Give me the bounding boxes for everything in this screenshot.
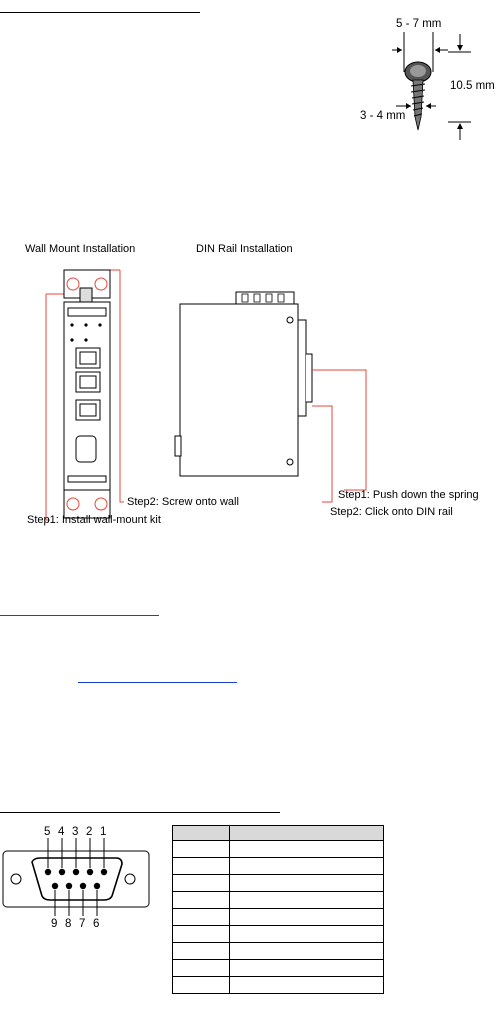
table-row — [172, 874, 384, 892]
table-row — [172, 840, 384, 858]
wall-mount-title: Wall Mount Installation — [25, 243, 136, 255]
table-cell — [229, 891, 384, 909]
table-cell — [172, 874, 230, 892]
pin-label-1: 1 — [100, 826, 107, 838]
screw-dimension-figure: 5 - 7 mm 10.5 mm 3 - 4 mm — [356, 18, 502, 144]
pin-label-5: 5 — [44, 826, 51, 838]
pin-label-7: 7 — [79, 918, 86, 930]
pin-section-underline — [0, 812, 280, 813]
table-cell — [229, 857, 384, 875]
pin-label-4: 4 — [58, 826, 65, 838]
head-width-label: 5 - 7 mm — [396, 18, 442, 30]
pin-label-3: 3 — [72, 826, 79, 838]
wall-mount-figure: Step2: Screw onto wall Step1: Install wa… — [0, 260, 239, 540]
table-row — [172, 857, 384, 875]
table-cell — [229, 942, 384, 960]
table-row — [172, 959, 384, 977]
table-cell — [172, 857, 230, 875]
table-row — [172, 908, 384, 926]
wall-step1-label: Step1: Install wall-mount kit — [27, 514, 161, 526]
hyperlink-1[interactable] — [0, 615, 159, 616]
table-cell — [172, 959, 230, 977]
pin-label-8: 8 — [65, 918, 72, 930]
din-step1-label: Step1: Push down the spring — [338, 489, 479, 501]
db9-connector-figure: 5 4 3 2 1 9 8 7 6 — [0, 818, 160, 938]
table-row — [172, 942, 384, 960]
db9-connector-icon — [2, 838, 150, 916]
pin-assignment-table — [172, 825, 384, 994]
screw-length-label: 10.5 mm — [450, 80, 495, 92]
table-cell — [229, 925, 384, 943]
hyperlink-2[interactable] — [78, 682, 237, 683]
pin-label-9: 9 — [51, 918, 58, 930]
header-cell — [229, 825, 384, 841]
table-cell — [172, 942, 230, 960]
table-cell — [172, 976, 230, 994]
pin-label-2: 2 — [86, 826, 93, 838]
table-cell — [172, 908, 230, 926]
header-cell — [172, 825, 230, 841]
wall-step2-label: Step2: Screw onto wall — [127, 496, 239, 508]
table-cell — [229, 840, 384, 858]
pin-label-6: 6 — [93, 918, 100, 930]
table-row — [172, 976, 384, 994]
din-step2-label: Step2: Click onto DIN rail — [330, 506, 453, 518]
wall-mount-device-icon — [45, 269, 124, 521]
section-heading-underline — [0, 12, 200, 13]
table-cell — [229, 976, 384, 994]
table-cell — [229, 959, 384, 977]
table-cell — [172, 891, 230, 909]
din-rail-device-icon — [174, 291, 367, 503]
shaft-diameter-label: 3 - 4 mm — [360, 110, 406, 122]
din-rail-title: DIN Rail Installation — [196, 243, 293, 255]
table-cell — [229, 908, 384, 926]
table-cell — [172, 925, 230, 943]
table-header-row — [172, 825, 384, 841]
table-cell — [229, 874, 384, 892]
din-rail-figure: Step1: Push down the spring Step2: Click… — [170, 280, 502, 530]
screw-icon — [392, 32, 471, 140]
table-cell — [172, 840, 230, 858]
table-row — [172, 891, 384, 909]
table-row — [172, 925, 384, 943]
